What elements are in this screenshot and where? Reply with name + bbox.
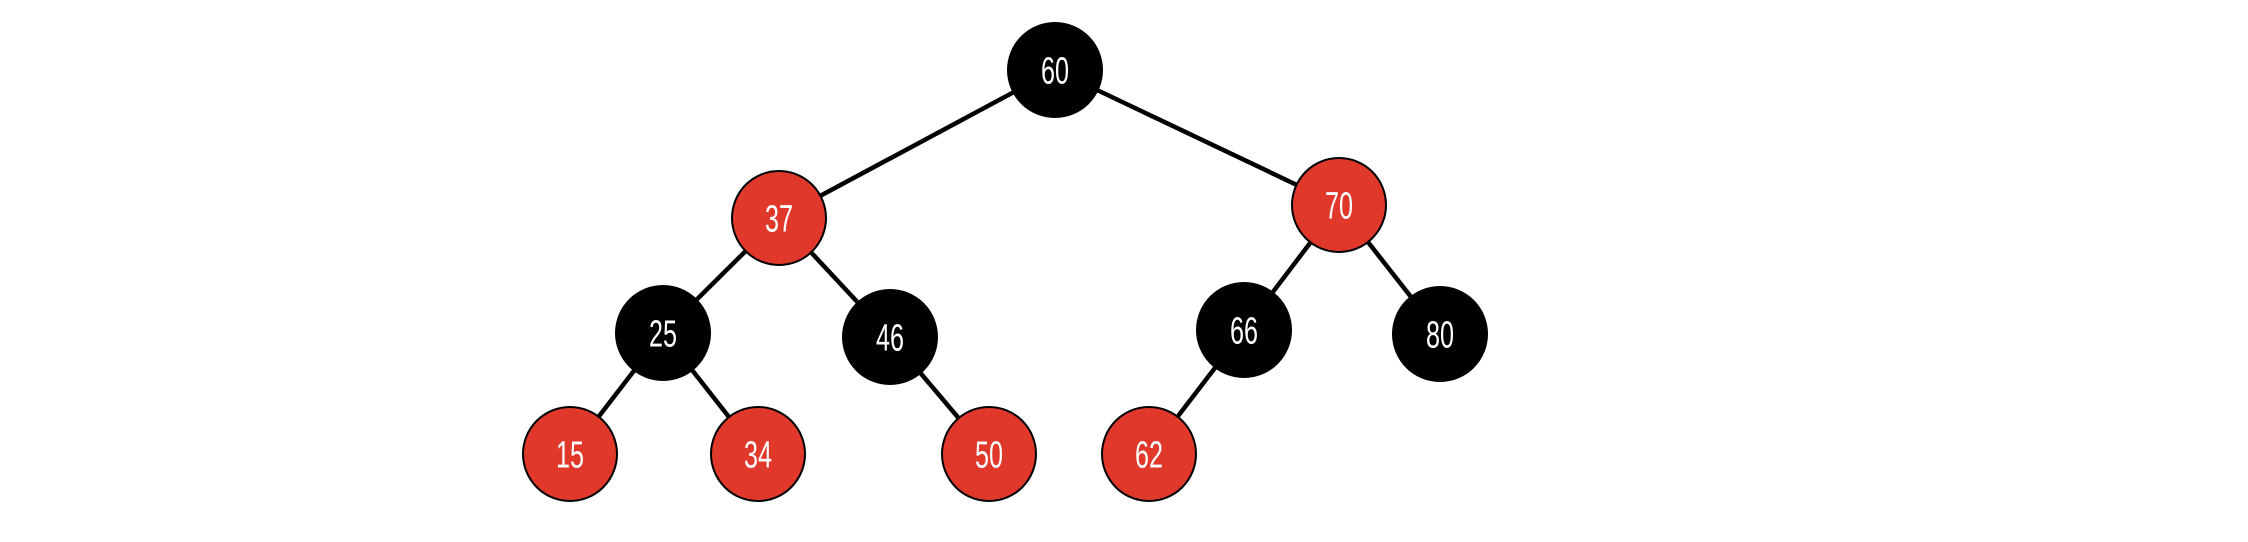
node-circle-60: [1007, 22, 1103, 118]
node-circle-80: [1392, 286, 1488, 382]
tree-node-80: 80: [1392, 286, 1488, 382]
node-label-46: 46: [876, 317, 904, 359]
tree-node-66: 66: [1196, 282, 1292, 378]
tree-node-37: 37: [731, 170, 827, 266]
tree-node-62: 62: [1101, 406, 1197, 502]
edge-60-70: [1054, 67, 1340, 208]
node-circle-34: [710, 406, 806, 502]
node-label-25: 25: [649, 313, 677, 355]
node-circle-46: [842, 289, 938, 385]
node-circle-50: [941, 406, 1037, 502]
tree-node-60: 60: [1007, 22, 1103, 118]
node-circle-37: [731, 170, 827, 266]
node-label-50: 50: [975, 434, 1003, 476]
node-label-37: 37: [765, 198, 793, 240]
node-label-66: 66: [1230, 310, 1258, 352]
node-label-80: 80: [1426, 314, 1454, 356]
node-circle-15: [522, 406, 618, 502]
node-label-60: 60: [1041, 50, 1069, 92]
tree-node-15: 15: [522, 406, 618, 502]
tree-node-25: 25: [615, 285, 711, 381]
node-circle-66: [1196, 282, 1292, 378]
node-circle-25: [615, 285, 711, 381]
node-label-34: 34: [744, 434, 772, 476]
tree-node-50: 50: [941, 406, 1037, 502]
node-label-70: 70: [1325, 185, 1353, 227]
node-circle-62: [1101, 406, 1197, 502]
tree-node-34: 34: [710, 406, 806, 502]
tree-node-70: 70: [1291, 157, 1387, 253]
node-circle-70: [1291, 157, 1387, 253]
tree-node-46: 46: [842, 289, 938, 385]
edge-60-37: [777, 68, 1057, 220]
node-label-15: 15: [556, 434, 584, 476]
node-label-62: 62: [1135, 434, 1163, 476]
